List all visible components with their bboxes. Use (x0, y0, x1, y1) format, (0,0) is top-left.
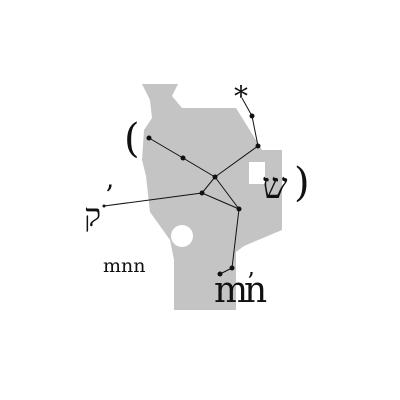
edge-b-c (214, 145, 259, 178)
node-d (180, 155, 186, 161)
white-circle (171, 225, 193, 247)
node-f (236, 206, 242, 212)
node-b (255, 143, 261, 149)
node-e (199, 190, 205, 196)
white-square (249, 162, 265, 184)
mnn-label: mnn (103, 255, 146, 277)
node-g (229, 265, 235, 271)
node-qof (102, 204, 106, 208)
qof-label: ק (84, 196, 101, 234)
edge-c-e (201, 176, 216, 194)
open-paren-label: ( (124, 116, 140, 162)
close-paren-label: ) (294, 160, 310, 206)
node-c (212, 174, 218, 180)
node-h (217, 271, 223, 277)
node-a (249, 113, 255, 119)
edge-star-a (241, 97, 253, 117)
mn-mark-label: ’ (247, 268, 255, 296)
edge-e-f (201, 192, 240, 210)
mn-n-label: n (244, 270, 267, 311)
shin-label: ש (262, 166, 288, 207)
edge-d-c (182, 157, 216, 178)
edge-qof-e (103, 192, 203, 207)
node-left (146, 135, 152, 141)
mn-m-label: m (214, 270, 248, 311)
edge-f-g (231, 208, 240, 269)
edge-c-f (214, 176, 240, 210)
edge-left-d (148, 137, 184, 159)
constellation-nodes (102, 113, 261, 277)
qof-apostrophe-label: ’ (105, 179, 114, 212)
star-label: * (234, 80, 248, 113)
edge-a-b (251, 115, 259, 147)
